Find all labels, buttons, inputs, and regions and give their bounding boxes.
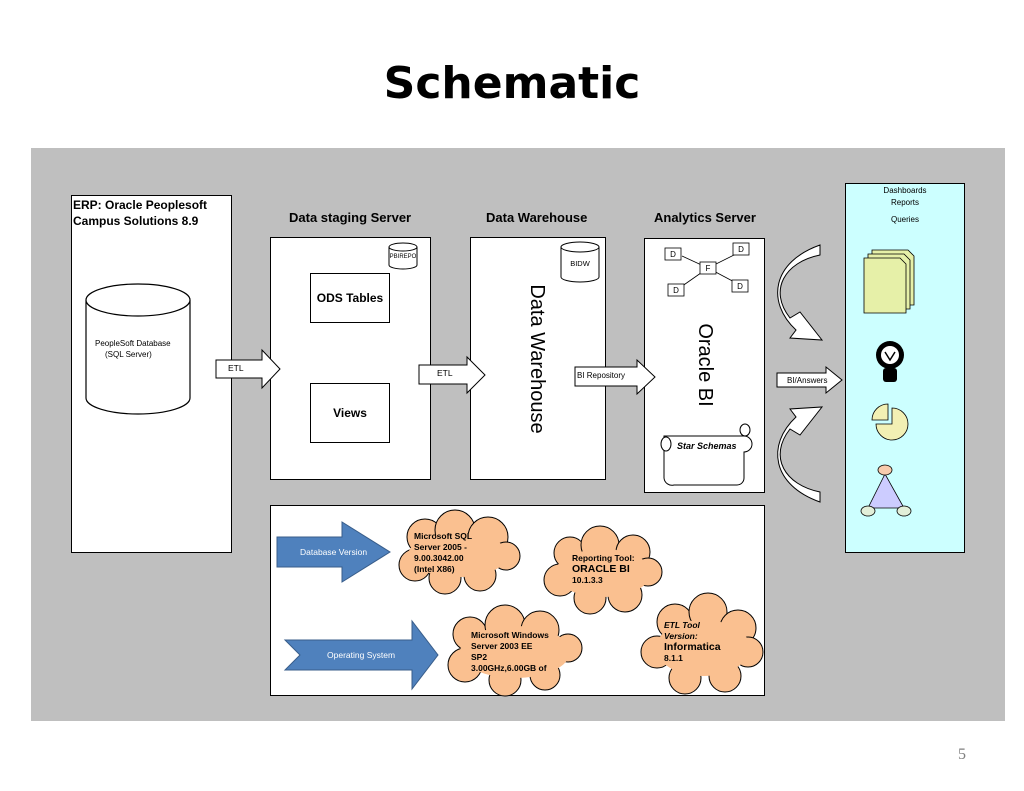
database-version-arrow [276,521,391,583]
bidw-cylinder [560,241,600,283]
cloud-sql-line1: Microsoft SQL [414,531,473,541]
cloud-windows-line3: SP2 [471,652,488,662]
cloud-etl-text: ETL Tool Version: Informatica 8.1.1 [664,620,721,664]
cloud-sql-line3: 9.00.3042.00 [414,553,464,563]
operating-system-label: Operating System [327,650,396,660]
bi-repository-arrow [574,358,656,396]
cloud-sql-server [398,509,521,595]
outputs-dashboards: Dashboards [883,186,927,195]
star-schemas-scroll [660,423,753,486]
pbirepo-cylinder [388,242,418,270]
etl-arrow-2 [418,355,486,395]
erp-title-line1: ERP: Oracle Peoplesoft [73,198,208,212]
cloud-sql-line2: Server 2005 - [414,542,467,552]
curved-arrow-top [777,244,824,341]
cloud-etl-line4: 8.1.1 [664,653,683,663]
peoplesoft-database-cylinder [85,283,191,415]
cloud-etl-line1: ETL Tool [664,620,700,630]
pie-chart-icon [871,403,909,441]
lightbulb-icon [876,341,904,382]
cloud-etl-line2: Version: [664,631,698,641]
warehouse-title: Data Warehouse [486,210,588,225]
outputs-queries: Queries [890,215,919,224]
schema-node-f: F [705,264,711,273]
cloud-etl-tool [640,592,764,695]
curved-arrow-bottom [777,406,824,503]
views-box [310,383,390,443]
views-label: Views [333,406,367,420]
cloud-windows-text: Microsoft Windows Server 2003 EE SP2 3.0… [471,630,549,674]
schema-node-d3: D [673,286,679,295]
ods-tables-box [310,273,390,323]
cloud-windows-line2: Server 2003 EE [471,641,533,651]
db-line1: PeopleSoft Database [95,339,171,348]
cloud-reporting-line3: 10.1.3.3 [572,575,603,585]
cloud-sql-text: Microsoft SQL Server 2005 - 9.00.3042.00… [414,531,472,575]
bi-answers-label: BI/Answers [787,376,828,385]
etl-arrow-1 [215,348,281,390]
cloud-reporting-tool [543,525,663,615]
outputs-reports: Reports [890,198,919,207]
cloud-reporting-text: Reporting Tool: ORACLE BI 10.1.3.3 [572,553,635,586]
org-triangle-icon [860,464,912,517]
cloud-windows-line4: 3.00GHz,6.00GB of [471,663,547,673]
analytics-title: Analytics Server [654,210,756,225]
page-title: Schematic [383,58,641,109]
star-schema-graph [664,242,750,297]
cloud-reporting-line1: Reporting Tool: [572,553,635,563]
schema-node-d1: D [670,250,676,259]
cloud-windows-line1: Microsoft Windows [471,630,549,640]
cloud-etl-line3: Informatica [664,641,721,653]
cloud-sql-line4: (Intel X86) [414,564,455,574]
etl-label-2: ETL [437,368,453,378]
bi-answers-arrow [776,365,843,395]
bidw-label: BIDW [570,259,590,268]
peoplesoft-database-label: PeopleSoft Database (SQL Server) [95,338,171,360]
etl-label-1: ETL [228,363,244,373]
page-number: 5 [958,746,966,763]
reports-stack-icon [863,249,915,314]
erp-title-line2: Campus Solutions 8.9 [73,214,199,228]
ods-tables-label: ODS Tables [316,291,384,305]
star-schemas-label: Star Schemas [677,441,737,451]
db-line2: (SQL Server) [105,350,152,359]
bi-repository-label: BI Repository [577,371,626,380]
pbirepo-label: PBIREPO [389,254,417,260]
staging-title: Data staging Server [289,210,412,225]
schema-node-d4: D [737,282,743,291]
database-version-label: Database Version [300,547,368,557]
cloud-reporting-line2: ORACLE BI [572,563,630,575]
outputs-box [845,183,965,553]
operating-system-arrow [283,619,439,691]
cloud-windows-server [447,604,583,697]
schema-node-d2: D [738,245,744,254]
